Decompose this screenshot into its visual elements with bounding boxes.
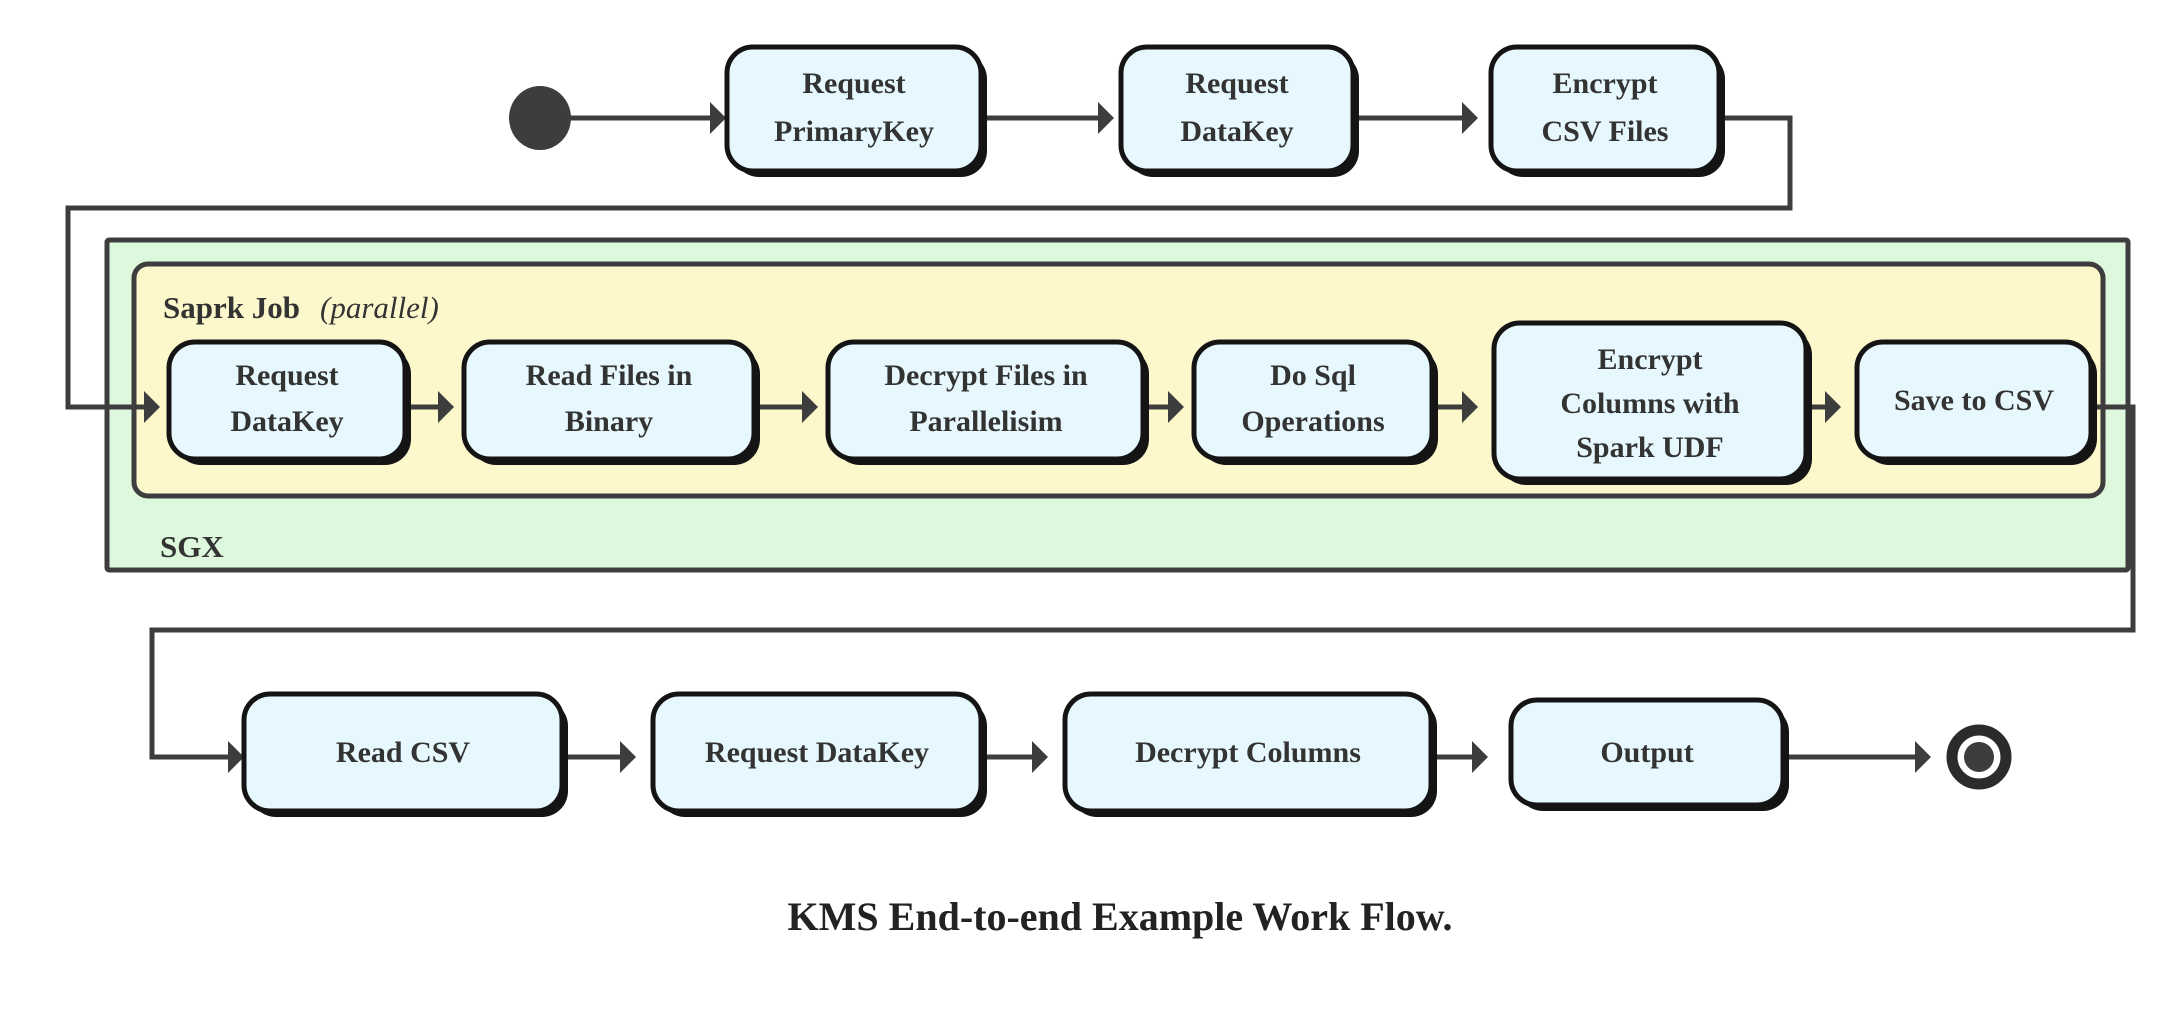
node-label-line-1: Encrypt xyxy=(1553,67,1658,100)
node-label-line-1: Save to CSV xyxy=(1894,384,2054,417)
arrowhead-readfiles-to-decryptfiles xyxy=(802,391,818,423)
arrowhead-decryptcolumns-to-output xyxy=(1472,741,1488,773)
node-label-line-1: Decrypt Files in xyxy=(884,359,1088,392)
end-node-ring xyxy=(1946,724,2012,790)
node-label-line-2: Operations xyxy=(1241,405,1384,438)
node-label-line-2: Parallelisim xyxy=(909,405,1062,438)
node-body[interactable] xyxy=(461,339,757,462)
node-label-line-1: Encrypt xyxy=(1598,343,1703,376)
node-body[interactable] xyxy=(1062,691,1434,814)
node-label-line-1: Request xyxy=(235,359,338,392)
node-label-line-1: Do Sql xyxy=(1270,359,1356,392)
node-label-line-1: Request DataKey xyxy=(705,736,929,769)
node-label-line-1: Read CSV xyxy=(336,736,471,769)
node-request-datakey-bottom[interactable]: Request DataKey xyxy=(650,691,987,817)
node-read-csv[interactable]: Read CSV xyxy=(241,691,568,817)
node-request-datakey-top[interactable]: Request DataKey xyxy=(1118,44,1359,177)
node-body[interactable] xyxy=(650,691,984,814)
node-label-line-2: CSV Files xyxy=(1542,115,1669,148)
spark-lane-label-group: Saprk Job (parallel) xyxy=(163,290,439,325)
node-label-line-2: DataKey xyxy=(230,405,343,438)
node-label-line-2: PrimaryKey xyxy=(774,115,934,148)
node-request-primarykey[interactable]: Request PrimaryKey xyxy=(724,44,987,177)
node-body[interactable] xyxy=(166,339,408,462)
arrowhead-savetocsv-to-readcsv xyxy=(228,741,244,773)
node-label-line-2: DataKey xyxy=(1180,115,1293,148)
node-label-line-1: Output xyxy=(1600,736,1693,769)
node-body[interactable] xyxy=(825,339,1146,462)
spark-lane-paren-close: ) xyxy=(426,290,438,325)
node-label-line-1: Read Files in xyxy=(526,359,693,392)
node-body[interactable] xyxy=(241,691,565,814)
node-body[interactable] xyxy=(724,44,984,174)
node-label-line-2: Columns with xyxy=(1560,387,1740,420)
connectors xyxy=(65,102,2136,773)
figure-caption: KMS End-to-end Example Work Flow. xyxy=(788,894,1453,939)
node-encrypt-csv-files[interactable]: Encrypt CSV Files xyxy=(1488,44,1725,177)
node-do-sql-operations[interactable]: Do Sql Operations xyxy=(1191,339,1438,465)
node-body[interactable] xyxy=(1854,339,2094,462)
node-read-files-in-binary[interactable]: Read Files in Binary xyxy=(461,339,760,465)
node-label-line-1: Decrypt Columns xyxy=(1135,736,1361,769)
arrowhead-start-to-request-primarykey xyxy=(710,102,726,134)
node-body[interactable] xyxy=(1191,339,1435,462)
connector-savetocsv-to-readcsv xyxy=(149,404,2136,760)
end-node-dot xyxy=(1964,742,1994,772)
arrowhead-datakey-to-encrypt xyxy=(1462,102,1478,134)
node-decrypt-columns[interactable]: Decrypt Columns xyxy=(1062,691,1437,817)
node-label-line-1: Request xyxy=(1185,67,1288,100)
start-node xyxy=(509,86,571,150)
sgx-lane-label: SGX xyxy=(160,529,224,564)
spark-lane-modifier: parallel xyxy=(328,290,428,325)
start-node-circle xyxy=(509,86,571,150)
node-label-line-2: Binary xyxy=(565,405,653,438)
node-body[interactable] xyxy=(1508,697,1786,808)
node-label-line-1: Request xyxy=(802,67,905,100)
node-request-datakey-spark[interactable]: Request DataKey xyxy=(166,339,411,465)
arrowhead-dosql-to-encryptcolumns xyxy=(1462,391,1478,423)
spark-lane-label: Saprk Job xyxy=(163,290,300,325)
node-save-to-csv[interactable]: Save to CSV xyxy=(1854,339,2097,465)
node-encrypt-columns-with-spark-udf[interactable]: Encrypt Columns with Spark UDF xyxy=(1491,320,1812,485)
spark-lane-paren-open: ( xyxy=(320,290,332,325)
arrowhead-encrypt-to-spark-datakey xyxy=(144,391,160,423)
node-body[interactable] xyxy=(1491,320,1809,482)
node-decrypt-files-in-parallelisim[interactable]: Decrypt Files in Parallelisim xyxy=(825,339,1149,465)
end-node xyxy=(1946,724,2012,790)
arrowhead-spark-datakey-to-readfiles xyxy=(438,391,454,423)
arrowhead-decryptfiles-to-dosql xyxy=(1168,391,1184,423)
arrowhead-output-to-end xyxy=(1915,741,1931,773)
arrowhead-readcsv-to-requestdatakey xyxy=(620,741,636,773)
connector-encrypt-to-spark-datakey xyxy=(65,115,1793,410)
node-body[interactable] xyxy=(1488,44,1722,174)
arrowhead-requestdatakey-to-decryptcolumns xyxy=(1032,741,1048,773)
arrowhead-encryptcolumns-to-savetocsv xyxy=(1825,391,1841,423)
node-output[interactable]: Output xyxy=(1508,697,1789,811)
node-body[interactable] xyxy=(1118,44,1356,174)
node-label-line-3: Spark UDF xyxy=(1576,431,1724,464)
arrowhead-primarykey-to-datakey xyxy=(1098,102,1114,134)
